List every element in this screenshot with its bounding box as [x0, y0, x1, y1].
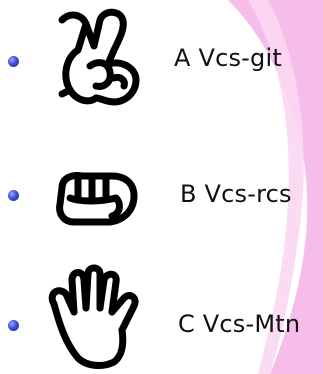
paper-hand-icon — [48, 264, 139, 369]
choice-label-b: B Vcs-rcs — [180, 180, 292, 208]
choice-item-a[interactable]: A Vcs-git — [0, 0, 323, 120]
bullet-icon — [8, 320, 19, 331]
choice-item-b[interactable]: B Vcs-rcs — [0, 150, 323, 250]
rock-fist-icon — [56, 172, 138, 226]
choice-item-c[interactable]: C Vcs-Mtn — [0, 258, 323, 374]
scissors-hand-icon — [58, 8, 140, 106]
bullet-icon — [8, 190, 19, 201]
bullet-icon — [8, 56, 19, 67]
choice-label-a: A Vcs-git — [174, 44, 282, 72]
choice-label-c: C Vcs-Mtn — [178, 310, 301, 338]
